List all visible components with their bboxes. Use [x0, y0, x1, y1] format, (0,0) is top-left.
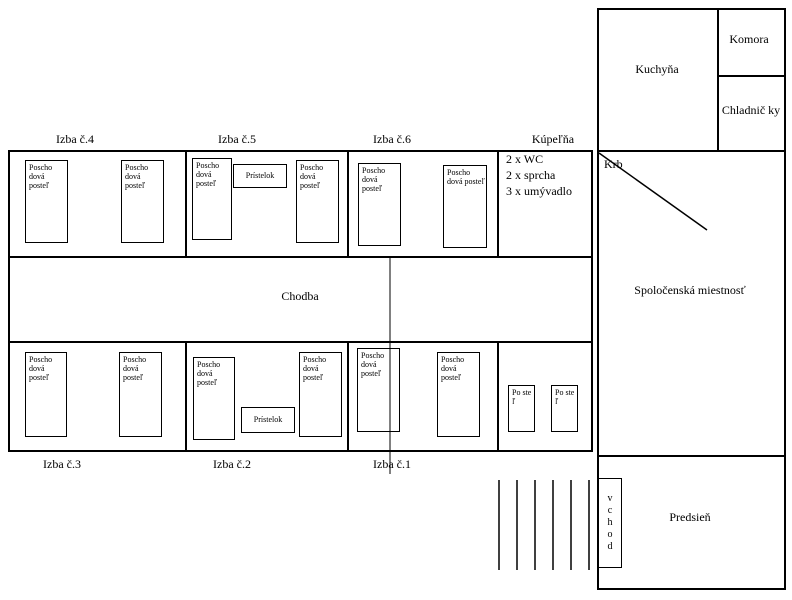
room-label-chladnicky: Chladnič ky — [721, 103, 781, 117]
bunk-bed: Poscho dová posteľ — [25, 160, 68, 243]
bunk-bed: Poscho dová posteľ — [121, 160, 164, 243]
extra-bed: Prístelok — [233, 164, 287, 188]
bunk-bed: Poscho dová posteľ — [357, 348, 400, 432]
bunk-bed: Poscho dová posteľ — [192, 158, 232, 240]
room-label-izba5: Izba č.5 — [218, 132, 256, 146]
room-label-kupelna: Kúpeľňa — [531, 132, 575, 146]
room-label-izba2: Izba č.2 — [213, 457, 251, 471]
room-label-izba1: Izba č.1 — [373, 457, 411, 471]
wall-kitchen-komora — [717, 10, 719, 150]
entrance-box: vchod — [598, 478, 622, 568]
bunk-bed: Poscho dová posteľ — [299, 352, 342, 437]
bathroom-fixture-item: 2 x sprcha — [506, 168, 556, 182]
wall-izba6-kupelna — [497, 152, 499, 256]
room-label-spolocenska: Spoločenská miestnosť — [634, 283, 746, 297]
room-label-izba6: Izba č.6 — [373, 132, 411, 146]
wall-izba3-izba2 — [185, 343, 187, 450]
bunk-bed: Poscho dová posteľ — [119, 352, 162, 437]
single-bed: Po ste ľ — [508, 385, 535, 432]
bunk-bed: Poscho dová posteľ — [443, 165, 487, 248]
bunk-bed: Poscho dová posteľ — [437, 352, 480, 437]
room-label-chodba: Chodba — [281, 289, 319, 303]
wall-izba4-izba5 — [185, 152, 187, 256]
bathroom-fixture-item: 2 x WC — [506, 152, 544, 166]
room-label-izba3: Izba č.3 — [43, 457, 81, 471]
bunk-bed: Poscho dová posteľ — [296, 160, 339, 243]
room-label-izba4: Izba č.4 — [56, 132, 94, 146]
wall-komora-chladnicky — [717, 75, 786, 77]
right-wing-outline — [597, 8, 786, 590]
wall-commonroom-predsien — [597, 455, 786, 457]
single-bed: Po ste ľ — [551, 385, 578, 432]
bunk-bed: Poscho dová posteľ — [25, 352, 67, 437]
corridor-outline — [8, 258, 593, 341]
room-label-predsien: Predsieň — [669, 510, 711, 524]
bathroom-fixtures-list: 2 x WC 2 x sprcha 3 x umývadlo — [506, 151, 572, 199]
bunk-bed: Poscho dová posteľ — [193, 357, 235, 440]
wall-izba5-izba6 — [347, 152, 349, 256]
extra-bed: Prístelok — [241, 407, 295, 433]
bunk-bed: Poscho dová posteľ — [358, 163, 401, 246]
room-label-krb: Krb — [604, 157, 623, 171]
wall-kitchen-commonroom — [597, 150, 786, 152]
wall-izba1-bedroom — [497, 343, 499, 450]
top-rooms-outline — [8, 150, 593, 258]
bathroom-fixture-item: 3 x umývadlo — [506, 184, 572, 198]
bottom-rooms-outline — [8, 341, 593, 452]
room-label-komora: Komora — [729, 32, 769, 46]
room-label-kuchyna: Kuchyňa — [635, 62, 679, 76]
wall-izba2-izba1 — [347, 343, 349, 450]
entrance-label: vchod — [604, 493, 616, 553]
